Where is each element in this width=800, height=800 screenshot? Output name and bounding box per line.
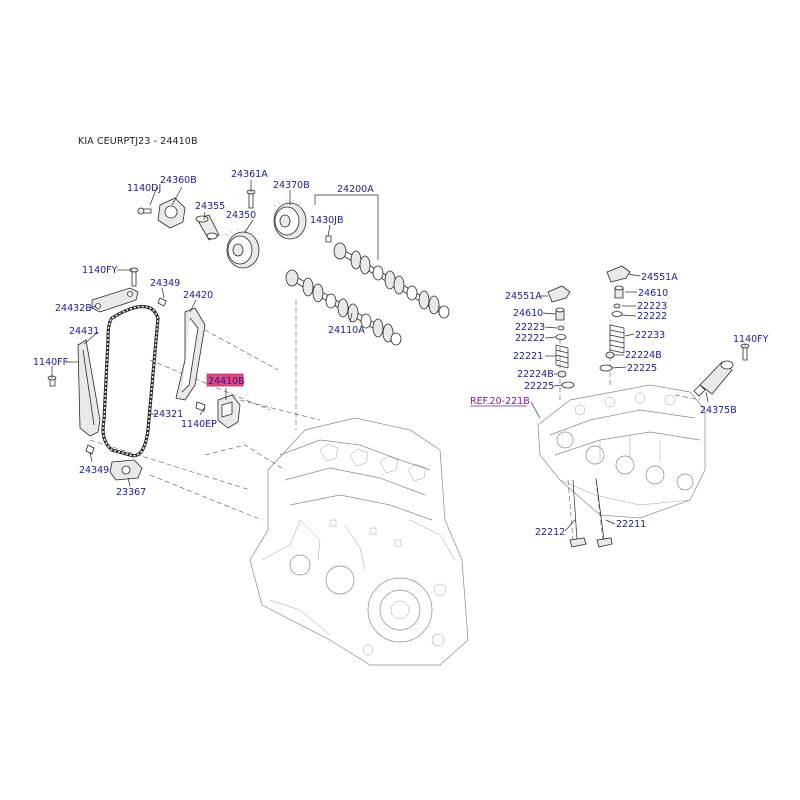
part-24432B-drawing: [91, 287, 139, 313]
assembly-guide-lines: [89, 300, 701, 541]
label-22221[interactable]: 22221: [513, 351, 543, 362]
label-24610-left[interactable]: 24610: [513, 308, 543, 319]
page-title: KIA CEURPTJ23 - 24410B: [78, 136, 198, 147]
label-23367[interactable]: 23367: [116, 487, 146, 498]
part-22223-right-drawing: [613, 303, 621, 309]
part-22223-left-drawing: [557, 325, 565, 331]
label-22224B-left[interactable]: 22224B: [517, 369, 554, 380]
part-24349-bottom-drawing: [85, 444, 95, 455]
label-24370B[interactable]: 24370B: [273, 180, 310, 191]
label-24375B[interactable]: 24375B: [700, 405, 737, 416]
label-1430JB[interactable]: 1430JB: [310, 215, 344, 226]
part-22212-valve-drawing: [569, 479, 587, 548]
part-22222-left-drawing: [555, 334, 567, 340]
part-24349-top-drawing: [157, 297, 167, 307]
part-24200A-camshaft-drawing: [333, 242, 450, 319]
label-22223-left[interactable]: 22223: [515, 322, 545, 333]
label-24200A[interactable]: 24200A: [337, 184, 374, 195]
part-24410B-tensioner-drawing: [195, 394, 241, 429]
label-24360B[interactable]: 24360B: [160, 175, 197, 186]
part-24370B-drawing: [272, 199, 307, 240]
part-22233-spring-drawing: [609, 324, 625, 354]
label-24349-top[interactable]: 24349: [150, 278, 180, 289]
part-22225-right-drawing: [599, 364, 613, 372]
part-24375B-drawing: [693, 360, 734, 397]
part-1140FY-right-drawing: [740, 343, 750, 361]
part-24610-left-drawing: [555, 307, 565, 321]
label-24432B[interactable]: 24432B: [55, 303, 92, 314]
label-1140DJ[interactable]: 1140DJ: [127, 183, 161, 194]
label-22211[interactable]: 22211: [616, 519, 646, 530]
part-24551A-right-drawing: [606, 265, 631, 283]
part-22225-left-drawing: [561, 381, 575, 389]
part-24431-drawing: [77, 339, 101, 437]
label-22223-right[interactable]: 22223: [637, 301, 667, 312]
part-labels[interactable]: 1140DJ 24360B 24355 24361A 24370B 24350 …: [33, 169, 769, 538]
part-1140FY-left-drawing: [129, 267, 139, 287]
leader-lines: [51, 180, 746, 532]
label-22224B-right[interactable]: 22224B: [625, 350, 662, 361]
label-22222-left[interactable]: 22222: [515, 333, 545, 344]
part-22221-spring-drawing: [555, 344, 569, 369]
part-24420-drawing: [175, 307, 206, 401]
part-23367-drawing: [109, 459, 143, 481]
label-24361A[interactable]: 24361A: [231, 169, 268, 180]
label-1140FF[interactable]: 1140FF: [33, 357, 68, 368]
part-24321-timing-chain-drawing: [101, 304, 160, 458]
label-24431[interactable]: 24431: [69, 326, 99, 337]
label-24350[interactable]: 24350: [226, 210, 256, 221]
label-24420[interactable]: 24420: [183, 290, 213, 301]
part-24355-drawing: [195, 214, 220, 241]
label-24110A[interactable]: 24110A: [328, 325, 365, 336]
label-22212[interactable]: 22212: [535, 527, 565, 538]
label-24410B[interactable]: 24410B: [208, 376, 245, 387]
label-24551A-left[interactable]: 24551A: [505, 291, 542, 302]
part-24110A-camshaft-drawing: [285, 269, 402, 346]
part-22224B-right-drawing: [605, 351, 615, 359]
part-22211-valve-drawing: [595, 477, 613, 548]
label-22222-right[interactable]: 22222: [637, 311, 667, 322]
parts-group: [47, 189, 750, 548]
part-1430JB-drawing: [325, 235, 332, 243]
label-24551A-right[interactable]: 24551A: [641, 272, 678, 283]
part-24361A-drawing: [246, 189, 256, 209]
label-22233[interactable]: 22233: [635, 330, 665, 341]
cylinder-head-drawing: [537, 384, 706, 519]
label-1140FY-right[interactable]: 1140FY: [733, 334, 769, 345]
label-22225-right[interactable]: 22225: [627, 363, 657, 374]
label-24349-bottom[interactable]: 24349: [79, 465, 109, 476]
label-24321[interactable]: 24321: [153, 409, 183, 420]
ref-link-20-221B[interactable]: REF.20-221B: [470, 396, 530, 407]
part-22224B-left-drawing: [557, 370, 567, 378]
part-24551A-left-drawing: [547, 285, 571, 303]
highlight-box-24410B: [206, 373, 244, 387]
part-22222-right-drawing: [611, 311, 623, 317]
part-24360B-drawing: [137, 197, 186, 229]
label-24610-right[interactable]: 24610: [638, 288, 668, 299]
part-24610-right-drawing: [614, 285, 624, 299]
label-1140EP[interactable]: 1140EP: [181, 419, 217, 430]
label-22225-left[interactable]: 22225: [524, 381, 554, 392]
engine-block-drawing: [249, 417, 469, 666]
label-24355[interactable]: 24355: [195, 201, 225, 212]
label-1140FY-left[interactable]: 1140FY: [82, 265, 118, 276]
part-24350-drawing: [224, 228, 260, 269]
